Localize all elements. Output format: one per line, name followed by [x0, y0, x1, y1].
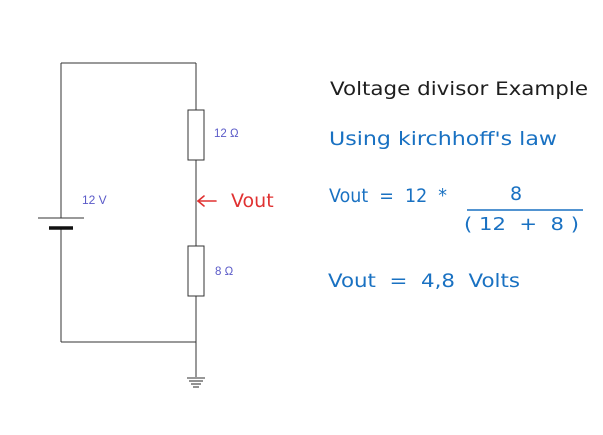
resistor-r2-label: 8 Ω: [215, 266, 234, 278]
formula-lhs: Vout = 12 *: [329, 185, 447, 207]
ground-icon: [187, 377, 205, 388]
resistor-r1: [187, 109, 205, 161]
note-title: Voltage divisor Example: [330, 78, 588, 100]
circuit: [60, 62, 205, 377]
formula-result: Vout = 4,8 Volts: [328, 270, 520, 292]
battery-symbol: [38, 217, 84, 230]
vout-arrow-icon: [197, 195, 217, 207]
formula-numerator: 8: [510, 183, 522, 205]
formula-denominator: ( 12 + 8 ): [464, 214, 579, 235]
resistor-r1-label: 12 Ω: [214, 128, 239, 140]
source-voltage-label: 12 V: [82, 193, 107, 207]
vout-label: Vout: [231, 190, 274, 212]
resistor-r2: [187, 245, 205, 297]
note-method: Using kirchhoff's law: [329, 128, 557, 150]
